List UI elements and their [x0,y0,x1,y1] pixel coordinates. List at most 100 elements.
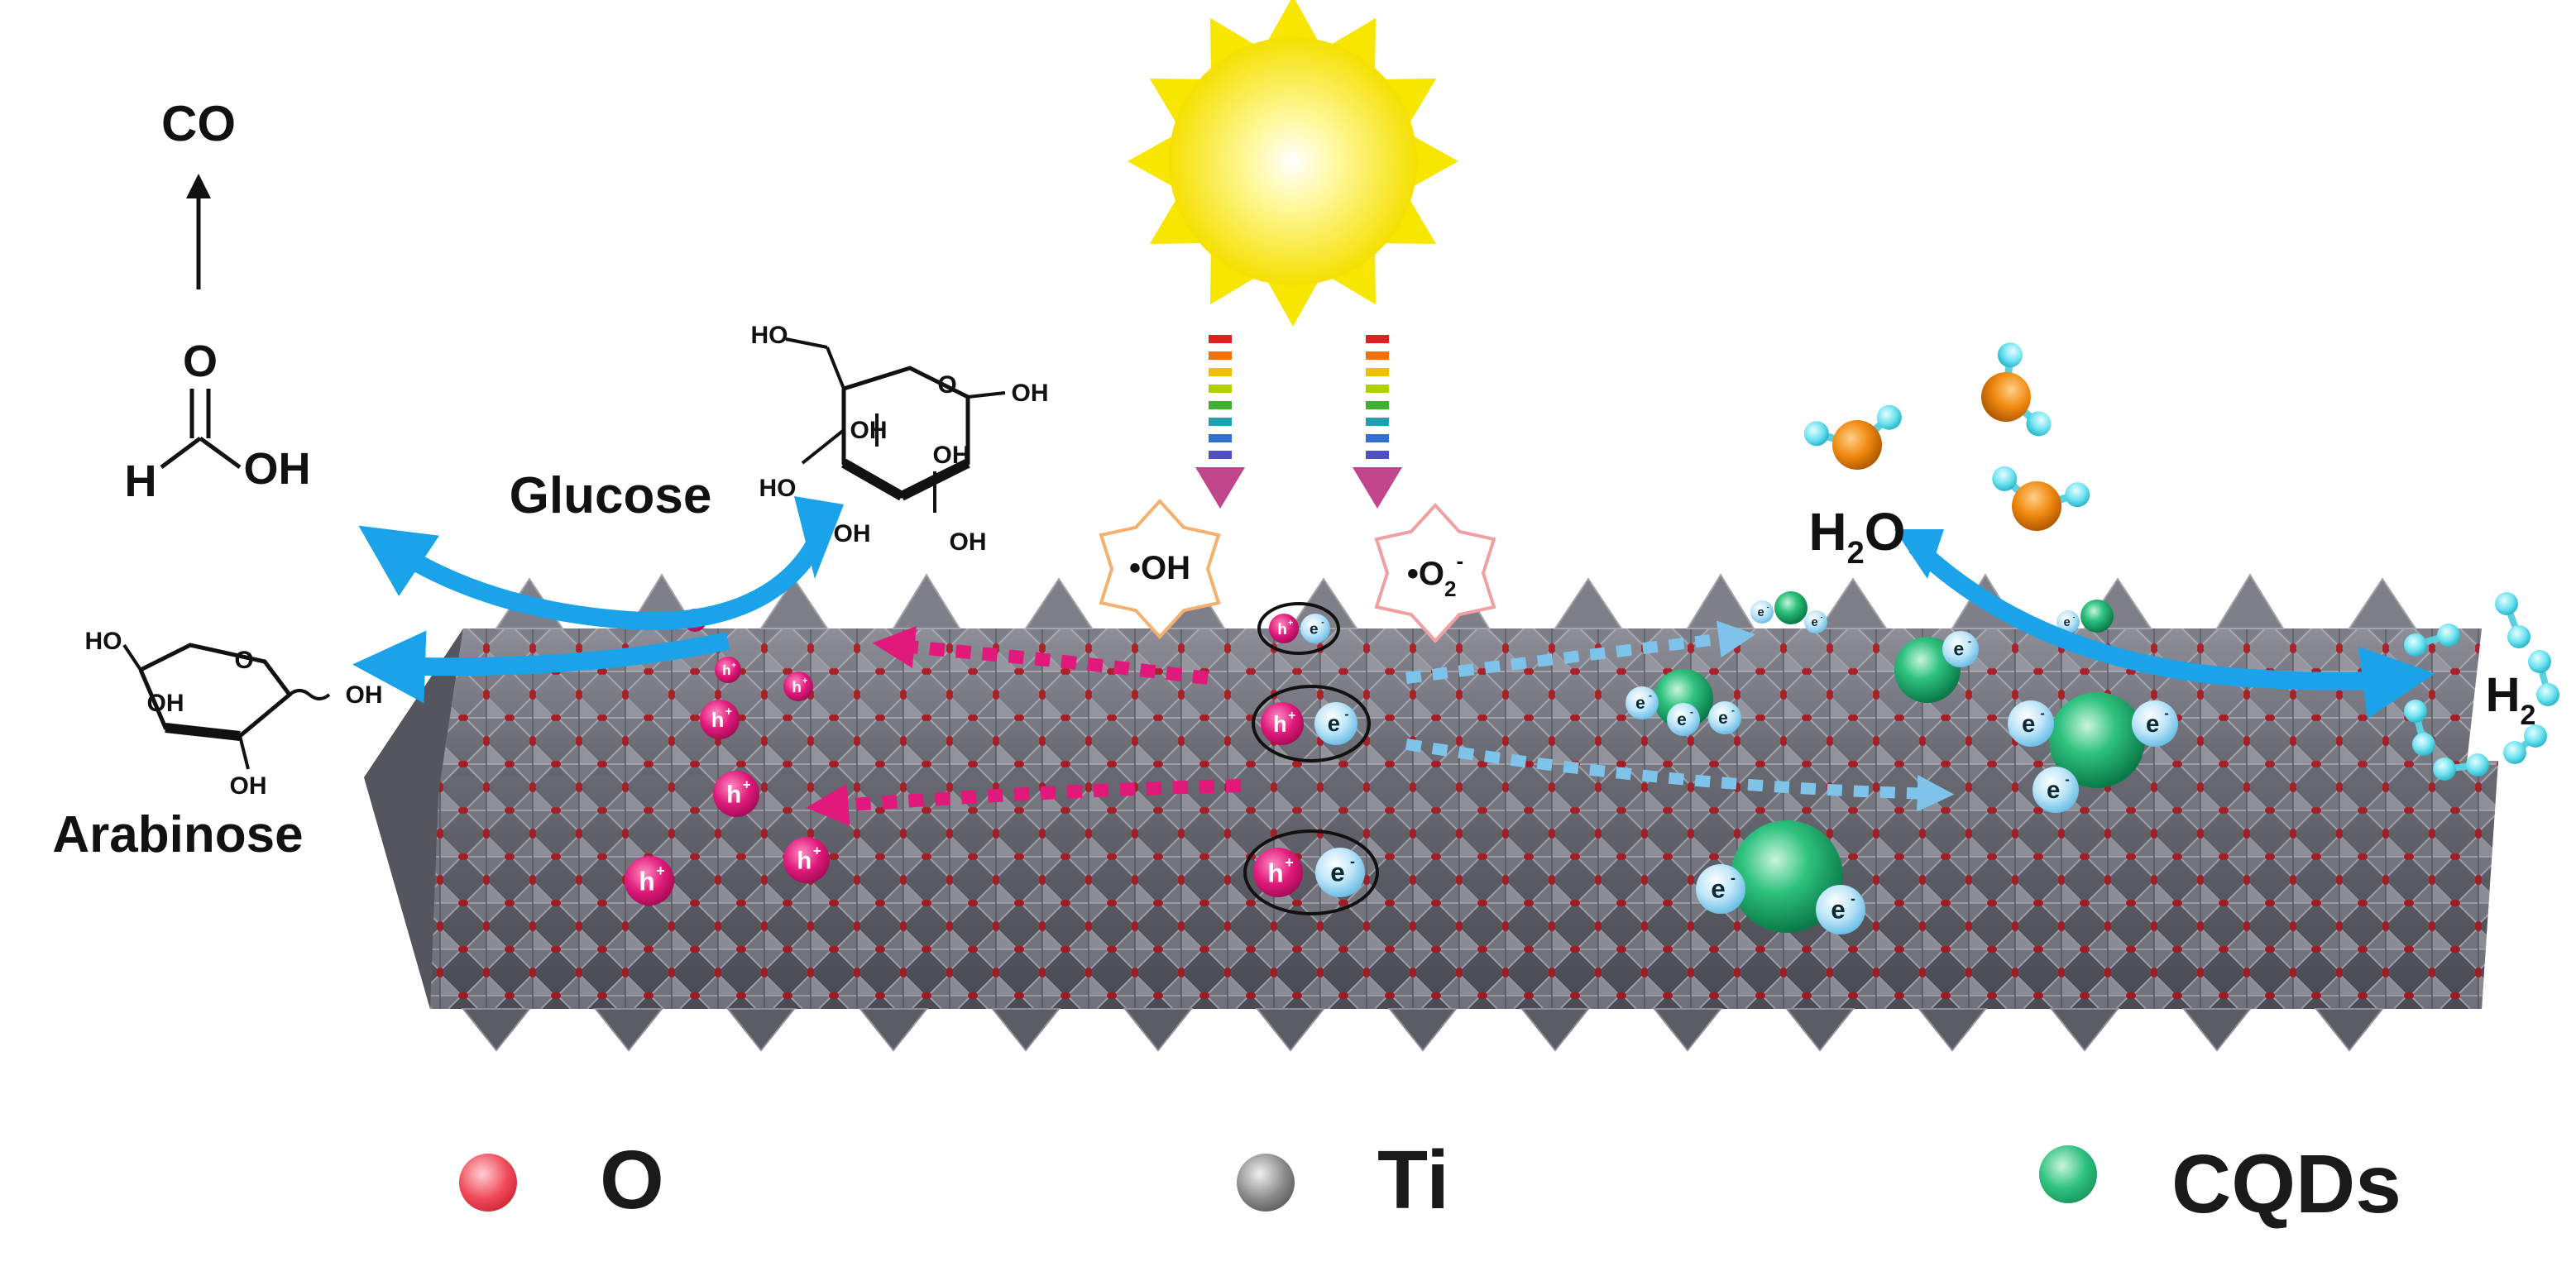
hole-icon: h+ [1261,702,1304,745]
light-ray-segment [1209,368,1232,376]
hydrogen-molecule [2433,753,2489,781]
sun-icon [1128,0,1458,327]
hydrogen-molecule [2404,624,2460,657]
svg-text:e: e [2146,710,2159,738]
electron-icon: e- [1300,614,1330,643]
svg-text:e: e [1310,620,1319,638]
electron-icon: e- [1750,600,1774,624]
svg-text:h: h [792,679,802,696]
svg-text:-: - [1731,870,1736,887]
electron-icon: e- [1804,610,1827,633]
light-ray-segment [1366,401,1389,409]
svg-text:e: e [1677,710,1687,729]
electron-icon: e- [2056,610,2080,633]
svg-text:h: h [711,709,724,732]
electron-hole-pair [1243,602,1379,915]
svg-text:+: + [1288,709,1295,723]
light-ray-segment [1366,418,1389,426]
svg-text:+: + [743,777,751,792]
light-ray-segment [1209,434,1232,442]
light-ray-icon [1195,335,1245,509]
svg-text:-: - [1968,635,1971,648]
svg-text:O: O [937,371,956,399]
light-ray-segment [1366,434,1389,442]
electron-icon: e- [2033,767,2079,813]
svg-text:e: e [1711,874,1726,904]
svg-text:e: e [1635,694,1645,713]
svg-text:e: e [1812,616,1818,629]
svg-text:h: h [722,662,730,678]
electron-icon: e- [1667,703,1700,736]
light-ray-segment [1209,451,1232,459]
hydroxyl-radical-star: •OH [1099,499,1221,639]
svg-text:e: e [1328,710,1340,736]
light-ray-segment [1209,401,1232,409]
svg-text:-: - [2040,705,2045,721]
hole-icon: h+ [783,671,813,701]
co-product: CO [161,96,236,289]
svg-text:-: - [2073,613,2076,621]
svg-text:OH: OH [933,442,970,469]
hydrogen-molecule [2404,700,2435,756]
glucose-oxidation-arrow [358,496,844,631]
electron-icon: e- [2008,700,2054,747]
svg-text:-: - [1350,853,1355,870]
svg-text:-: - [1649,690,1652,701]
svg-text:O: O [234,647,253,674]
svg-text:+: + [725,705,732,719]
hole-icon: h+ [783,837,830,883]
light-ray-segment [1366,368,1389,376]
electron-migration-arrows [1405,620,1955,812]
svg-text:-: - [2065,772,2070,787]
light-ray-segment [1209,385,1232,393]
glucose-label: Glucose [510,467,712,524]
svg-text:-: - [1321,618,1324,628]
superoxide-radical-star: •O2- [1374,503,1496,643]
light-ray-segment [1209,335,1232,343]
svg-text:•O2-: •O2- [1407,548,1463,601]
arabinose-structure: O HO OH OH OH [85,628,383,800]
glucose-structure: HO O OH HO OH OH OH OH [751,322,1049,556]
svg-text:CO: CO [161,96,236,151]
svg-text:e: e [2064,616,2071,629]
water-molecule-icon [1803,342,2090,531]
arabinose-label: Arabinose [52,806,303,863]
light-ray-segment [1366,335,1389,343]
svg-text:-: - [1344,708,1348,722]
legend-titanium-label: Ti [1377,1134,1450,1226]
electron-icon: e- [1708,701,1741,734]
svg-text:-: - [1851,891,1855,907]
svg-text:h: h [1267,858,1283,887]
legend-oxygen-label: O [600,1134,664,1226]
hole-icon: h+ [700,700,740,739]
hole-migration-arrows [806,626,1242,826]
light-ray-segment [1209,351,1232,360]
electron-icon: e- [2132,700,2178,747]
svg-text:+: + [1288,618,1293,628]
svg-text:+: + [731,661,736,670]
svg-text:-: - [1767,603,1769,611]
light-ray-segment [1366,385,1389,393]
svg-text:HO: HO [759,475,797,502]
water-molecule [1981,342,2052,437]
electron-icon: e- [1626,686,1659,719]
svg-text:•OH: •OH [1129,550,1190,586]
light-ray-segment [1366,351,1389,360]
svg-text:h: h [726,781,741,809]
svg-text:H: H [125,456,157,506]
svg-text:+: + [802,676,807,686]
hydrogen-label: H2 [2486,668,2536,731]
svg-text:h: h [1273,711,1287,737]
svg-text:-: - [2164,705,2169,721]
svg-text:e: e [2022,710,2035,738]
svg-text:+: + [813,843,821,858]
cqd-particle-icon [2049,692,2145,788]
hole-icon: h+ [1269,614,1299,643]
legend-oxygen-dot [459,1154,517,1211]
hole-icon: h+ [625,856,674,906]
svg-text:OH: OH [950,528,987,556]
svg-text:e: e [1718,709,1728,728]
svg-text:-: - [1731,705,1735,716]
